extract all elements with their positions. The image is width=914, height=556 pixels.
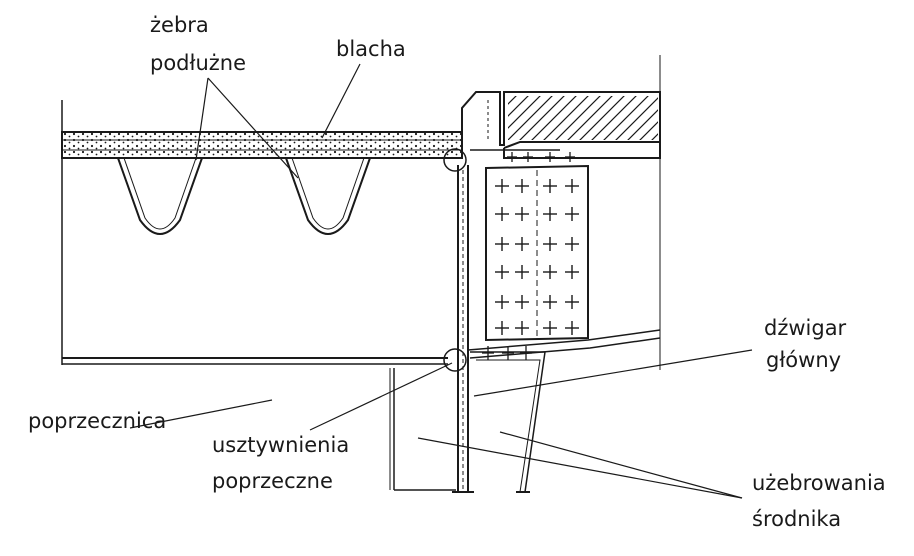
label-blacha: blacha <box>336 37 406 61</box>
curb-block <box>461 91 661 162</box>
top-connection-detail <box>443 148 467 172</box>
label-dzwigar-line1: dźwigar <box>764 316 847 340</box>
label-dzwigar-line2: główny <box>766 348 842 372</box>
bottom-connection-detail <box>443 348 467 372</box>
label-zebra-line1: żebra <box>150 13 209 37</box>
label-uzebrowania-line1: użebrowania <box>752 471 886 495</box>
label-usztywnienia-line2: poprzeczne <box>212 469 333 493</box>
label-uzebrowania-line2: środnika <box>752 507 842 531</box>
cross-beam-flange <box>62 357 448 365</box>
longitudinal-ribs <box>117 157 371 235</box>
deck-plate <box>61 131 463 159</box>
transverse-stiffener <box>389 368 456 491</box>
label-poprzecznica: poprzecznica <box>28 409 167 433</box>
bracket <box>467 329 661 493</box>
label-zebra-line2: podłużne <box>150 51 247 75</box>
main-girder-web <box>452 165 474 493</box>
leader-lines <box>129 63 753 499</box>
label-usztywnienia-line1: usztywnienia <box>212 433 350 457</box>
splice-plate <box>485 164 589 342</box>
